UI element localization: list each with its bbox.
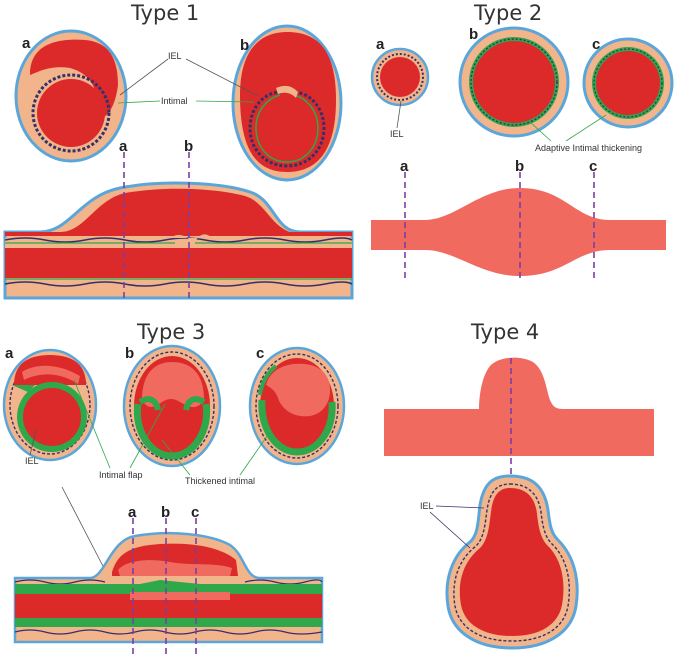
type1-section-b — [231, 24, 343, 182]
type2-adaptive-label: Adaptive Intimal thickening — [535, 143, 642, 153]
type3-thickened-label: Thickened intimal — [185, 476, 255, 486]
type1-iel-leader-b — [185, 58, 259, 97]
type3-panel: Type 3 a b c — [2, 320, 346, 654]
type4-iel-leader-top — [435, 505, 485, 509]
type2-cut-label-b: b — [515, 158, 524, 175]
type2-iel-label: IEL — [390, 129, 404, 139]
type3-label-c: c — [256, 345, 264, 362]
type1-cut-label-b: b — [184, 138, 193, 155]
type3-cut-label-b: b — [161, 504, 170, 521]
type4-longitudinal — [384, 357, 654, 456]
type1-cut-label-a: a — [119, 138, 128, 155]
type2-section-b — [458, 26, 570, 138]
type3-longitudinal — [13, 531, 324, 644]
type4-iel-label: IEL — [420, 501, 434, 511]
type2-adaptive-leader-c — [565, 114, 607, 142]
type4-panel: Type 4 IEL — [384, 320, 654, 650]
type3-cut-label-a: a — [128, 504, 137, 521]
type1-title: Type 1 — [130, 1, 199, 25]
type3-label-a: a — [5, 345, 14, 362]
type1-intimal-label: Intimal — [161, 96, 188, 106]
type2-title: Type 2 — [473, 1, 542, 25]
type1-section-a — [14, 29, 128, 163]
type3-iel-leader — [29, 429, 37, 456]
type3-section-a — [2, 348, 98, 462]
type3-flap-leader-b — [129, 403, 166, 469]
type2-longitudinal — [371, 188, 666, 276]
type2-label-a: a — [376, 36, 385, 53]
type3-section-c — [248, 346, 346, 466]
type1-iel-label: IEL — [168, 51, 182, 61]
type1-panel: Type 1 a b IEL Intimal — [3, 1, 354, 300]
type4-cross-section — [445, 474, 579, 650]
type3-flap-leader-a — [73, 379, 111, 469]
type3-flap-label: Intimal flap — [99, 470, 143, 480]
type2-adaptive-leader-b — [529, 121, 552, 142]
type3-thickened-leader-c — [239, 431, 271, 476]
type4-iel-leader-bottom — [429, 511, 471, 549]
type1-iel-leader-a — [119, 58, 169, 96]
type2-label-b: b — [469, 26, 478, 43]
type1-intimal-leader-b — [195, 100, 255, 103]
type3-cut-label-c: c — [191, 504, 199, 521]
type2-label-c: c — [592, 36, 600, 53]
type2-cut-label-c: c — [589, 158, 597, 175]
type1-label-a: a — [22, 35, 31, 52]
type1-label-b: b — [240, 37, 249, 54]
type2-section-c — [582, 37, 674, 129]
type3-section-b — [122, 344, 222, 468]
type3-iel-leader-long — [61, 486, 107, 573]
type3-iel-label: IEL — [25, 456, 39, 466]
type2-iel-leader — [396, 100, 402, 129]
type1-intimal-leader-a — [117, 100, 161, 104]
type3-thickened-leader-b — [161, 439, 191, 476]
type2-panel: Type 2 a IEL b c Adaptive Intimal thicke… — [370, 1, 674, 278]
type4-title: Type 4 — [470, 320, 539, 344]
type2-cut-label-a: a — [400, 158, 409, 175]
type2-section-a — [370, 47, 430, 107]
type3-title: Type 3 — [136, 320, 205, 344]
type3-label-b: b — [125, 345, 134, 362]
type1-longitudinal — [3, 181, 354, 300]
